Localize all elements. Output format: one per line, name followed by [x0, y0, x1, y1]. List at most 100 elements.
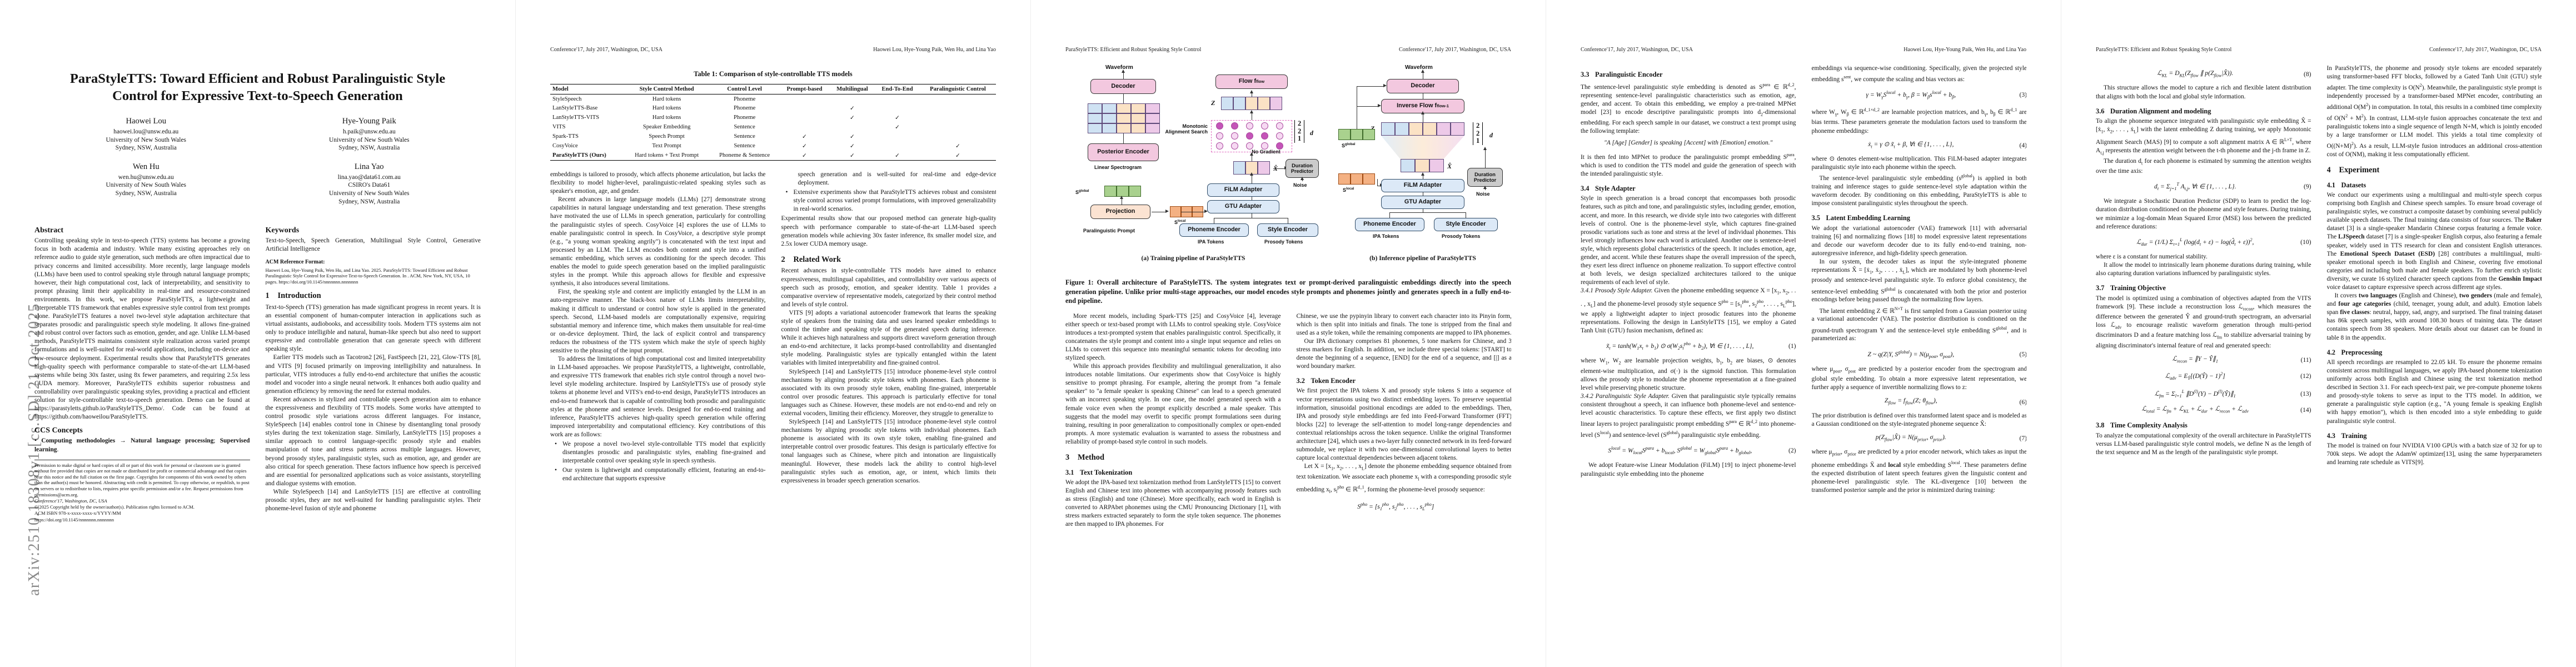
author-affiliation-line: CSIRO's Data61: [348, 182, 391, 189]
xhat-cells: [1401, 159, 1444, 172]
arrowhead: [1121, 69, 1125, 73]
table-cell: StyleSpeech: [552, 96, 582, 102]
duration-predictor-box: Duration Predictor: [1285, 159, 1319, 178]
table-cell: [920, 103, 996, 113]
table-cell: ParaStyleTTS (Ours): [550, 151, 624, 161]
right-column: embeddings via sequence-wise conditionin…: [1812, 64, 2027, 659]
equation: Spho = [s1pho, s2pho, . . . , sLpho]: [1357, 502, 1434, 512]
running-header-left: ParaStyleTTS: Efficient and Robust Speak…: [1065, 47, 1202, 53]
table-cell: [875, 94, 920, 104]
cell: [1245, 97, 1258, 110]
arrowhead: [1421, 172, 1424, 176]
decoder-box: Decoder: [1090, 79, 1156, 94]
paragraph: The duration dt for each phoneme is esti…: [2096, 157, 2311, 175]
table-cell: ✓: [955, 143, 960, 150]
paragraph: This structure allows the model to captu…: [2096, 84, 2311, 100]
equation: ẋt = γ ⊙ x̃t + β, ∀t ∈ {1, . . . , L},(4…: [1868, 140, 2026, 149]
sglobal-cells: [1104, 186, 1141, 197]
cell: [1131, 123, 1145, 133]
table-row: ParaStyleTTS (Ours)Hard tokens + Text Pr…: [550, 151, 996, 161]
paragraph: We adopt Feature-wise Linear Modulation …: [1581, 462, 1796, 477]
paragraph: Controlling speaking style in text-to-sp…: [34, 237, 250, 421]
table-cell: [920, 113, 996, 122]
mas-circle: [1246, 122, 1253, 130]
running-header-left: ParaStyleTTS: Efficient and Robust Speak…: [2096, 47, 2232, 53]
paragraph: The sentence-level paralinguistic style …: [1581, 82, 1796, 135]
connector: [1485, 188, 1486, 190]
paragraph: Text-to-Speech, Speech Generation, Multi…: [265, 237, 481, 253]
paragraph: All speech recordings are resampled to 2…: [2326, 359, 2542, 425]
mas-circle: [1261, 122, 1268, 130]
table-cell: Speaker Embedding: [642, 124, 691, 130]
paragraph: We conduct our experiments using a multi…: [2326, 191, 2542, 291]
bullet-item: •We propose a novel two-level style-cont…: [555, 441, 766, 465]
table-cell: ✓: [802, 143, 807, 150]
cell: [1131, 113, 1145, 123]
author-name: Haowei Lou: [126, 117, 167, 126]
cell: [1363, 173, 1375, 185]
cell: [1351, 129, 1363, 140]
sglobal-label: Sglobal: [1075, 189, 1089, 195]
cell: [1437, 122, 1451, 136]
column-header: Model: [550, 84, 624, 94]
arrowhead: [1249, 110, 1253, 113]
cell: [1451, 122, 1464, 136]
table-cell: [920, 132, 996, 141]
latent-upsample-shade: [1381, 136, 1464, 159]
equation: ℒrecon = ∥Y − Ŷ∥1(11): [2172, 355, 2311, 364]
author-affiliation-line: University of New South Wales: [329, 136, 410, 143]
paragraph: Text-to-Speech (TTS) generation has made…: [265, 303, 481, 353]
cell: [1338, 129, 1351, 140]
cell: [1102, 123, 1117, 133]
connector: [1389, 212, 1391, 218]
cell: [1258, 97, 1270, 110]
column-header: Prompt-based: [779, 84, 830, 94]
table-cell: Hard tokens: [652, 105, 681, 111]
left-column: More recent models, including Spark-TTS …: [1065, 312, 1281, 660]
paragraph: First, the speaking style and content ar…: [550, 288, 766, 354]
mas-circle: [1276, 142, 1283, 150]
table-cell: ✓: [850, 133, 855, 140]
cell: [1117, 123, 1131, 133]
table-cell: Sentence: [734, 143, 755, 149]
cell: [1104, 186, 1117, 197]
paper-title-line: ParaStyleTTS: Toward Efficient and Robus…: [69, 71, 446, 86]
paragraph: It allow the model to intrinsically lear…: [2096, 262, 2311, 277]
table-cell: ✓: [850, 105, 855, 112]
cell: [1221, 97, 1233, 110]
d-label: d: [1489, 131, 1493, 139]
style-encoder-box: Style Encoder: [1257, 223, 1318, 237]
column-header: Control Level: [710, 84, 780, 94]
author-affiliation-line: lina.yao@data61.com.au: [337, 173, 401, 181]
noise-label: Noise: [1293, 182, 1307, 188]
arrowhead: [1165, 210, 1169, 213]
cell: [1117, 113, 1131, 123]
two-column-layout: More recent models, including Spark-TTS …: [1065, 312, 1511, 660]
z-label: Z: [1211, 99, 1215, 107]
phoneme-encoder-box: Phoneme Encoder: [1179, 223, 1249, 237]
paragraph: In our system, the decoder takes as inpu…: [1811, 258, 2027, 303]
ipa-tokens-label: IPA Tokens: [1198, 239, 1224, 245]
arrowhead: [1249, 172, 1253, 176]
phoneme-encoder-box: Phoneme Encoder: [1355, 218, 1424, 231]
mas-circle: [1246, 132, 1253, 140]
mas-circle: [1231, 122, 1238, 130]
mas-circle: [1261, 132, 1268, 140]
paragraph: Recent advances in large language models…: [550, 196, 766, 287]
acm-ref-label: ACM Reference Format:: [265, 259, 325, 266]
author-name: Lina Yao: [354, 162, 384, 171]
